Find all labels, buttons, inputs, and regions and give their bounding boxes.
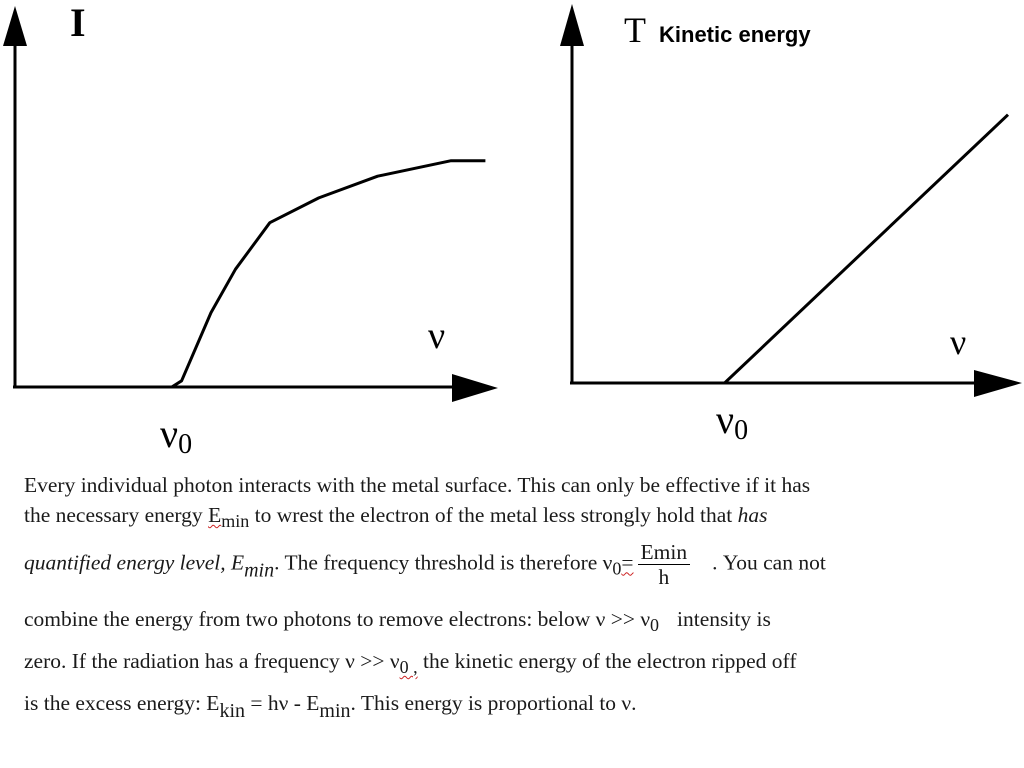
left-y-label: I bbox=[70, 0, 86, 45]
text-line-3-eq: = bbox=[621, 550, 634, 575]
text-line-6-b: = hν - E bbox=[245, 691, 320, 715]
text-line-6-min: min bbox=[319, 700, 351, 722]
text-line-5-a: zero. If the radiation has a frequency ν… bbox=[24, 649, 400, 673]
text-line-6-kin: kin bbox=[219, 700, 245, 722]
text-line-6-a: is the excess energy: E bbox=[24, 691, 220, 715]
text-line-2-italic: has bbox=[737, 503, 768, 527]
fraction-denominator: h bbox=[658, 565, 670, 589]
graphs-canvas: I ν ν0 T Kinetic energy ν ν0 bbox=[3, 0, 1022, 460]
emin-e: E bbox=[208, 503, 222, 527]
text-line-6-c: . This energy is proportional to ν. bbox=[350, 691, 637, 715]
text-line-1: Every individual photon interacts with t… bbox=[24, 470, 810, 500]
left-graph: I ν ν0 bbox=[3, 0, 498, 460]
text-line-3-nu-sub: 0 bbox=[612, 558, 622, 579]
text-line-2: the necessary energy Emin to wrest the e… bbox=[24, 500, 768, 536]
text-line-5-sub: 0 , bbox=[399, 657, 418, 677]
text-line-1-content: Every individual photon interacts with t… bbox=[24, 473, 811, 497]
text-line-4-sub: 0 bbox=[650, 615, 660, 635]
left-threshold-nu: ν bbox=[160, 411, 178, 456]
text-line-3-italic: quantified energy level, E bbox=[24, 550, 245, 575]
text-line-6: is the excess energy: Ekin = hν - Emin. … bbox=[24, 688, 637, 726]
right-threshold-label: ν0 bbox=[716, 397, 748, 446]
left-threshold-sub: 0 bbox=[178, 429, 192, 460]
right-kinetic-energy-line bbox=[723, 113, 1010, 385]
left-intensity-curve bbox=[170, 159, 486, 389]
emin-sub: min bbox=[221, 511, 250, 531]
text-line-4: combine the energy from two photons to r… bbox=[24, 604, 771, 640]
text-line-2-a: the necessary energy bbox=[24, 503, 209, 527]
text-line-2-b: to wrest the electron of the metal less … bbox=[249, 503, 738, 527]
text-line-3-italic-sub: min bbox=[244, 559, 275, 582]
left-threshold-label: ν0 bbox=[160, 411, 192, 460]
right-threshold-sub: 0 bbox=[734, 415, 748, 446]
right-y-arrowhead bbox=[560, 4, 584, 46]
right-x-arrowhead bbox=[974, 370, 1022, 397]
text-line-5: zero. If the radiation has a frequency ν… bbox=[24, 646, 797, 682]
right-graph: T Kinetic energy ν ν0 bbox=[560, 4, 1022, 446]
right-x-label: ν bbox=[950, 322, 966, 362]
text-line-3-a: . The frequency threshold is therefore ν bbox=[274, 550, 613, 575]
left-y-arrowhead bbox=[3, 6, 27, 46]
right-y-label: T bbox=[624, 10, 646, 50]
text-line-3: quantified energy level, Emin. The frequ… bbox=[24, 540, 826, 589]
left-x-label: ν bbox=[428, 315, 445, 357]
emin-term: Emin bbox=[208, 503, 249, 531]
right-threshold-nu: ν bbox=[716, 397, 734, 442]
text-line-5-b: the kinetic energy of the electron rippe… bbox=[417, 649, 797, 673]
left-x-arrowhead bbox=[452, 374, 498, 402]
text-line-3-b: . You can not bbox=[712, 550, 826, 575]
text-line-4-b: intensity is bbox=[677, 607, 771, 631]
right-y-label-desc: Kinetic energy bbox=[659, 22, 811, 47]
text-line-4-a: combine the energy from two photons to r… bbox=[24, 607, 651, 631]
fraction-numerator: Emin bbox=[637, 540, 691, 565]
